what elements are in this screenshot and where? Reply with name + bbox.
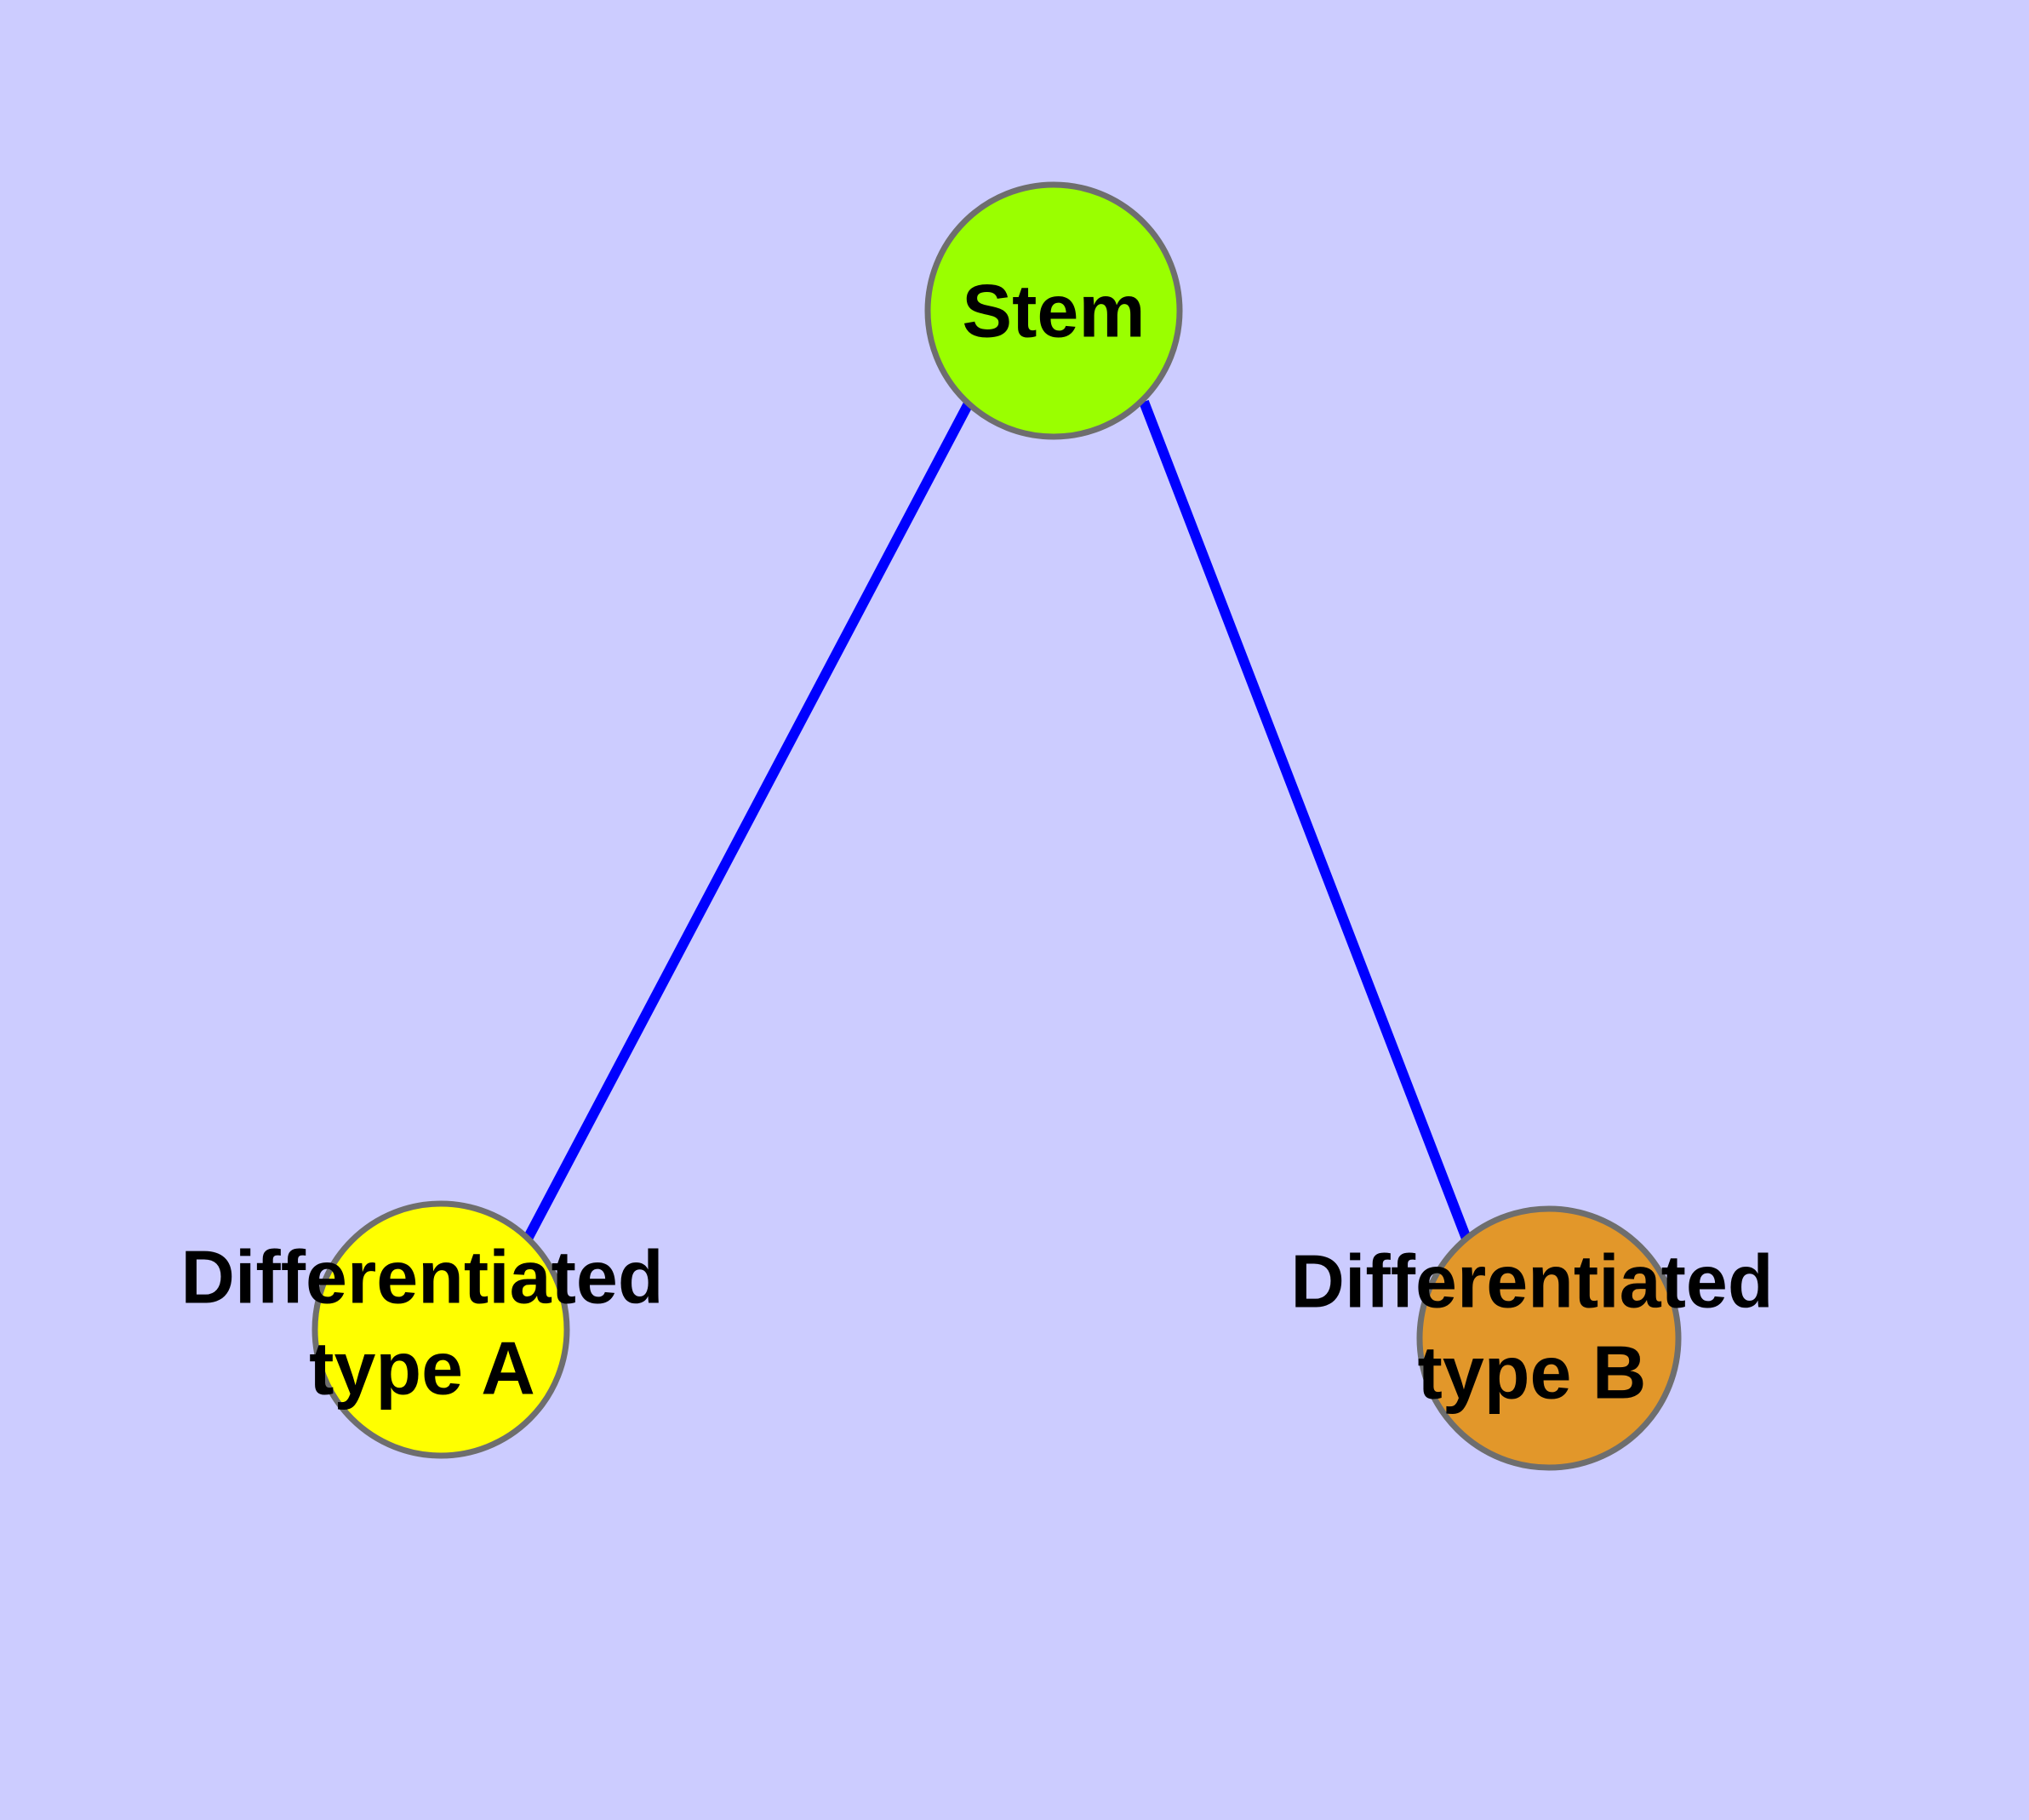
node-circle-differentiated-type-a[interactable] [311,1200,570,1459]
node-circle-differentiated-type-b[interactable] [1416,1205,1682,1471]
node-layer [311,181,1682,1471]
node-label-differentiated-type-a-line2: type A [309,1325,535,1410]
edge-layer [522,399,1472,1243]
node-circle-stem[interactable] [924,181,1183,440]
node-label-stem: Stem [962,268,1145,352]
edge-stem-to-differentiated-type-a[interactable] [522,401,974,1243]
node-label-differentiated-type-a-line1: Differentiated [180,1234,663,1319]
label-layer: Stem Differentiated type A Differentiate… [180,268,1773,1414]
node-label-differentiated-type-b-line2: type B [1418,1330,1647,1414]
node-label-differentiated-type-b-line1: Differentiated [1290,1239,1773,1323]
edge-stem-to-differentiated-type-b[interactable] [1139,399,1472,1241]
